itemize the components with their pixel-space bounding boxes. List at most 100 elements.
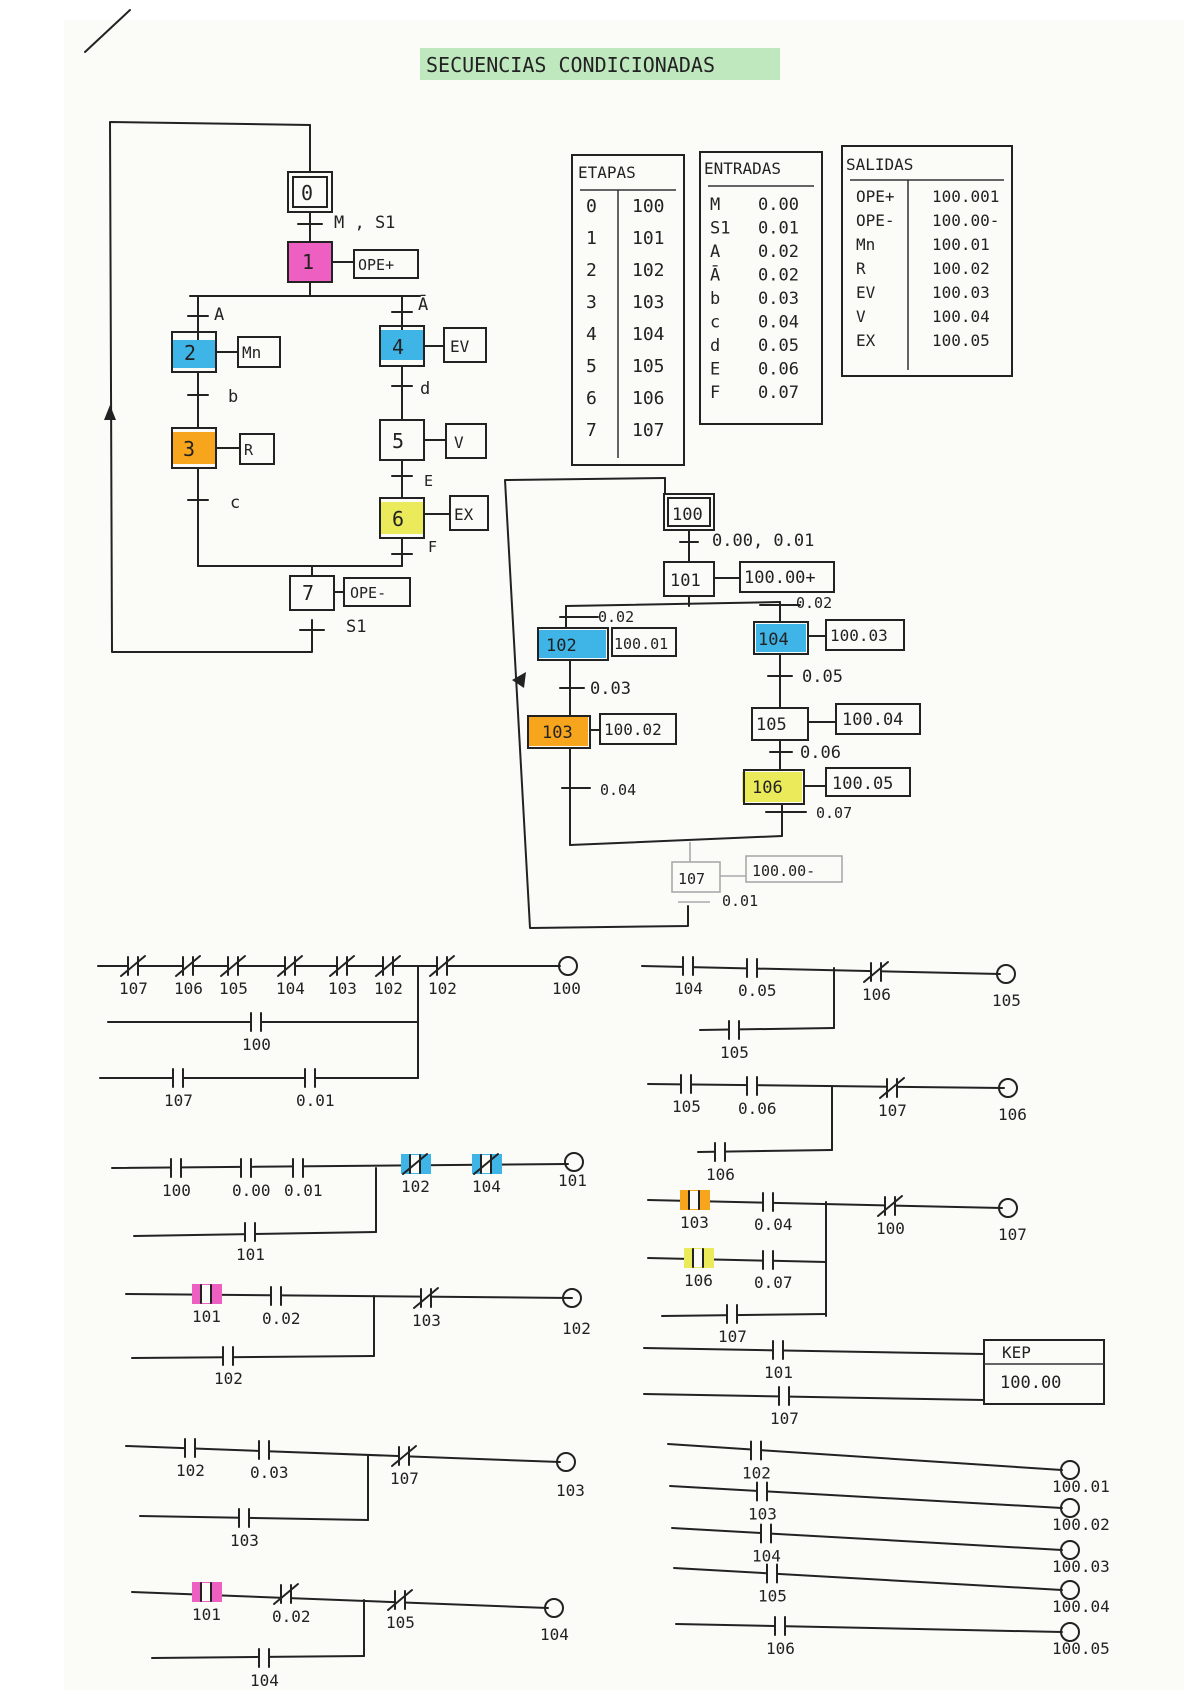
contact-gap — [746, 1077, 758, 1095]
contact-label: 105 — [386, 1613, 415, 1632]
transition-label: F — [428, 538, 437, 556]
step-label: 3 — [183, 437, 195, 461]
loop-line — [504, 477, 689, 929]
table-cell-value: 0.04 — [758, 313, 799, 333]
contact-gap — [200, 1583, 212, 1601]
contact-gap — [778, 1387, 790, 1405]
table-cell-value: 0.03 — [758, 289, 799, 309]
grafcet-diagram: 0 M , S1 1 OPE+ A Ā 2 Mn b 3 — [104, 121, 489, 653]
contact-gap — [258, 1441, 270, 1459]
transition-label: 0.07 — [816, 804, 852, 822]
action-box — [343, 577, 411, 607]
table-cell-key: c — [710, 313, 720, 333]
action-box — [599, 713, 677, 745]
contact-slash — [391, 1445, 417, 1467]
table-cell-value: 100.00- — [932, 211, 999, 230]
coil-label: 105 — [992, 991, 1021, 1010]
step-label: 107 — [678, 870, 705, 888]
action-box — [239, 433, 275, 465]
coil-label: 107 — [998, 1225, 1027, 1244]
table-cell-key: S1 — [710, 219, 730, 239]
step-label: 4 — [392, 335, 404, 359]
step-highlight — [380, 502, 424, 534]
table-cell-value: 100.03 — [932, 283, 990, 302]
table-cell-key: A — [710, 242, 720, 262]
action-label: 100.01 — [614, 635, 668, 653]
coil-label: 102 — [562, 1319, 591, 1338]
coil-label: 104 — [540, 1625, 569, 1644]
coil — [564, 1152, 584, 1172]
action-box — [825, 767, 911, 797]
kep-value: 100.00 — [1000, 1373, 1061, 1393]
table-cell-value: 0.07 — [758, 383, 799, 403]
contact-gap — [238, 1509, 250, 1527]
contact-slash — [175, 955, 201, 977]
pen-stroke — [84, 9, 131, 53]
action-label: OPE+ — [358, 256, 394, 274]
page-title: SECUENCIAS CONDICIONADAS — [426, 53, 715, 77]
table-cell-key: M — [710, 195, 720, 215]
rung-line — [139, 1515, 369, 1521]
coil — [1060, 1580, 1080, 1600]
contact-slash — [273, 1583, 299, 1605]
contact-gap — [726, 1305, 738, 1323]
transition-label: S1 — [346, 617, 366, 637]
contact-slash — [402, 1153, 428, 1175]
action-label: 100.02 — [604, 720, 662, 739]
coil — [558, 956, 578, 976]
contact-label: 102 — [214, 1369, 243, 1388]
contact-label: 102 — [374, 979, 403, 998]
rung-line — [647, 1257, 827, 1263]
rung-line — [675, 1623, 1063, 1633]
coil-label: 106 — [998, 1105, 1027, 1124]
contact-label: 103 — [230, 1531, 259, 1550]
transition-label: 0.02 — [796, 594, 832, 612]
grafcet-addressed: 100 0.00, 0.01 101 100.00+ 0.02 0.02 102… — [504, 477, 921, 929]
contact-label: 106 — [766, 1639, 795, 1658]
contact-slash — [473, 1153, 499, 1175]
contact-gap — [762, 1251, 774, 1269]
contact-label: 0.02 — [272, 1607, 311, 1626]
contact-slash — [863, 961, 889, 983]
action-label: R — [244, 441, 254, 459]
contact-gap — [170, 1159, 182, 1177]
step-highlight — [380, 330, 424, 360]
notebook-page — [64, 20, 1184, 1690]
transition-label: 0.06 — [800, 743, 841, 763]
contact-label: 107 — [164, 1091, 193, 1110]
contact-gap — [682, 957, 694, 975]
rung-line — [667, 1443, 1063, 1471]
contact-slash — [375, 955, 401, 977]
table-cell-key: 5 — [586, 356, 597, 377]
contact-slash — [429, 955, 455, 977]
contact-gap — [680, 1075, 692, 1093]
contact-label: 0.06 — [738, 1099, 777, 1118]
contact-gap — [762, 1193, 774, 1211]
contact-gap — [250, 1013, 262, 1031]
table-border — [699, 151, 823, 425]
transition-label: Ā — [418, 293, 428, 315]
table-cell-key: 7 — [586, 420, 597, 441]
rung-line — [671, 1527, 1063, 1551]
action-box — [237, 336, 281, 368]
coil-label: 100 — [552, 979, 581, 998]
contact-label: 104 — [276, 979, 305, 998]
coil — [556, 1452, 576, 1472]
contact-label: 106 — [174, 979, 203, 998]
contact-label: 106 — [706, 1165, 735, 1184]
contact-label: 0.03 — [250, 1463, 289, 1482]
contact-label: 100 — [162, 1181, 191, 1200]
loop-line — [109, 121, 313, 653]
action-label: OPE- — [350, 584, 386, 602]
contact-label: 104 — [472, 1177, 501, 1196]
table-cell-key: 6 — [586, 388, 597, 409]
contact-gap — [750, 1441, 762, 1460]
table-cell-key: EV — [856, 283, 876, 302]
step-highlight — [528, 716, 588, 746]
action-label: 100.04 — [842, 710, 903, 730]
convergence-line — [569, 835, 783, 846]
contact-slash — [879, 1077, 905, 1099]
contact-label: 103 — [680, 1213, 709, 1232]
